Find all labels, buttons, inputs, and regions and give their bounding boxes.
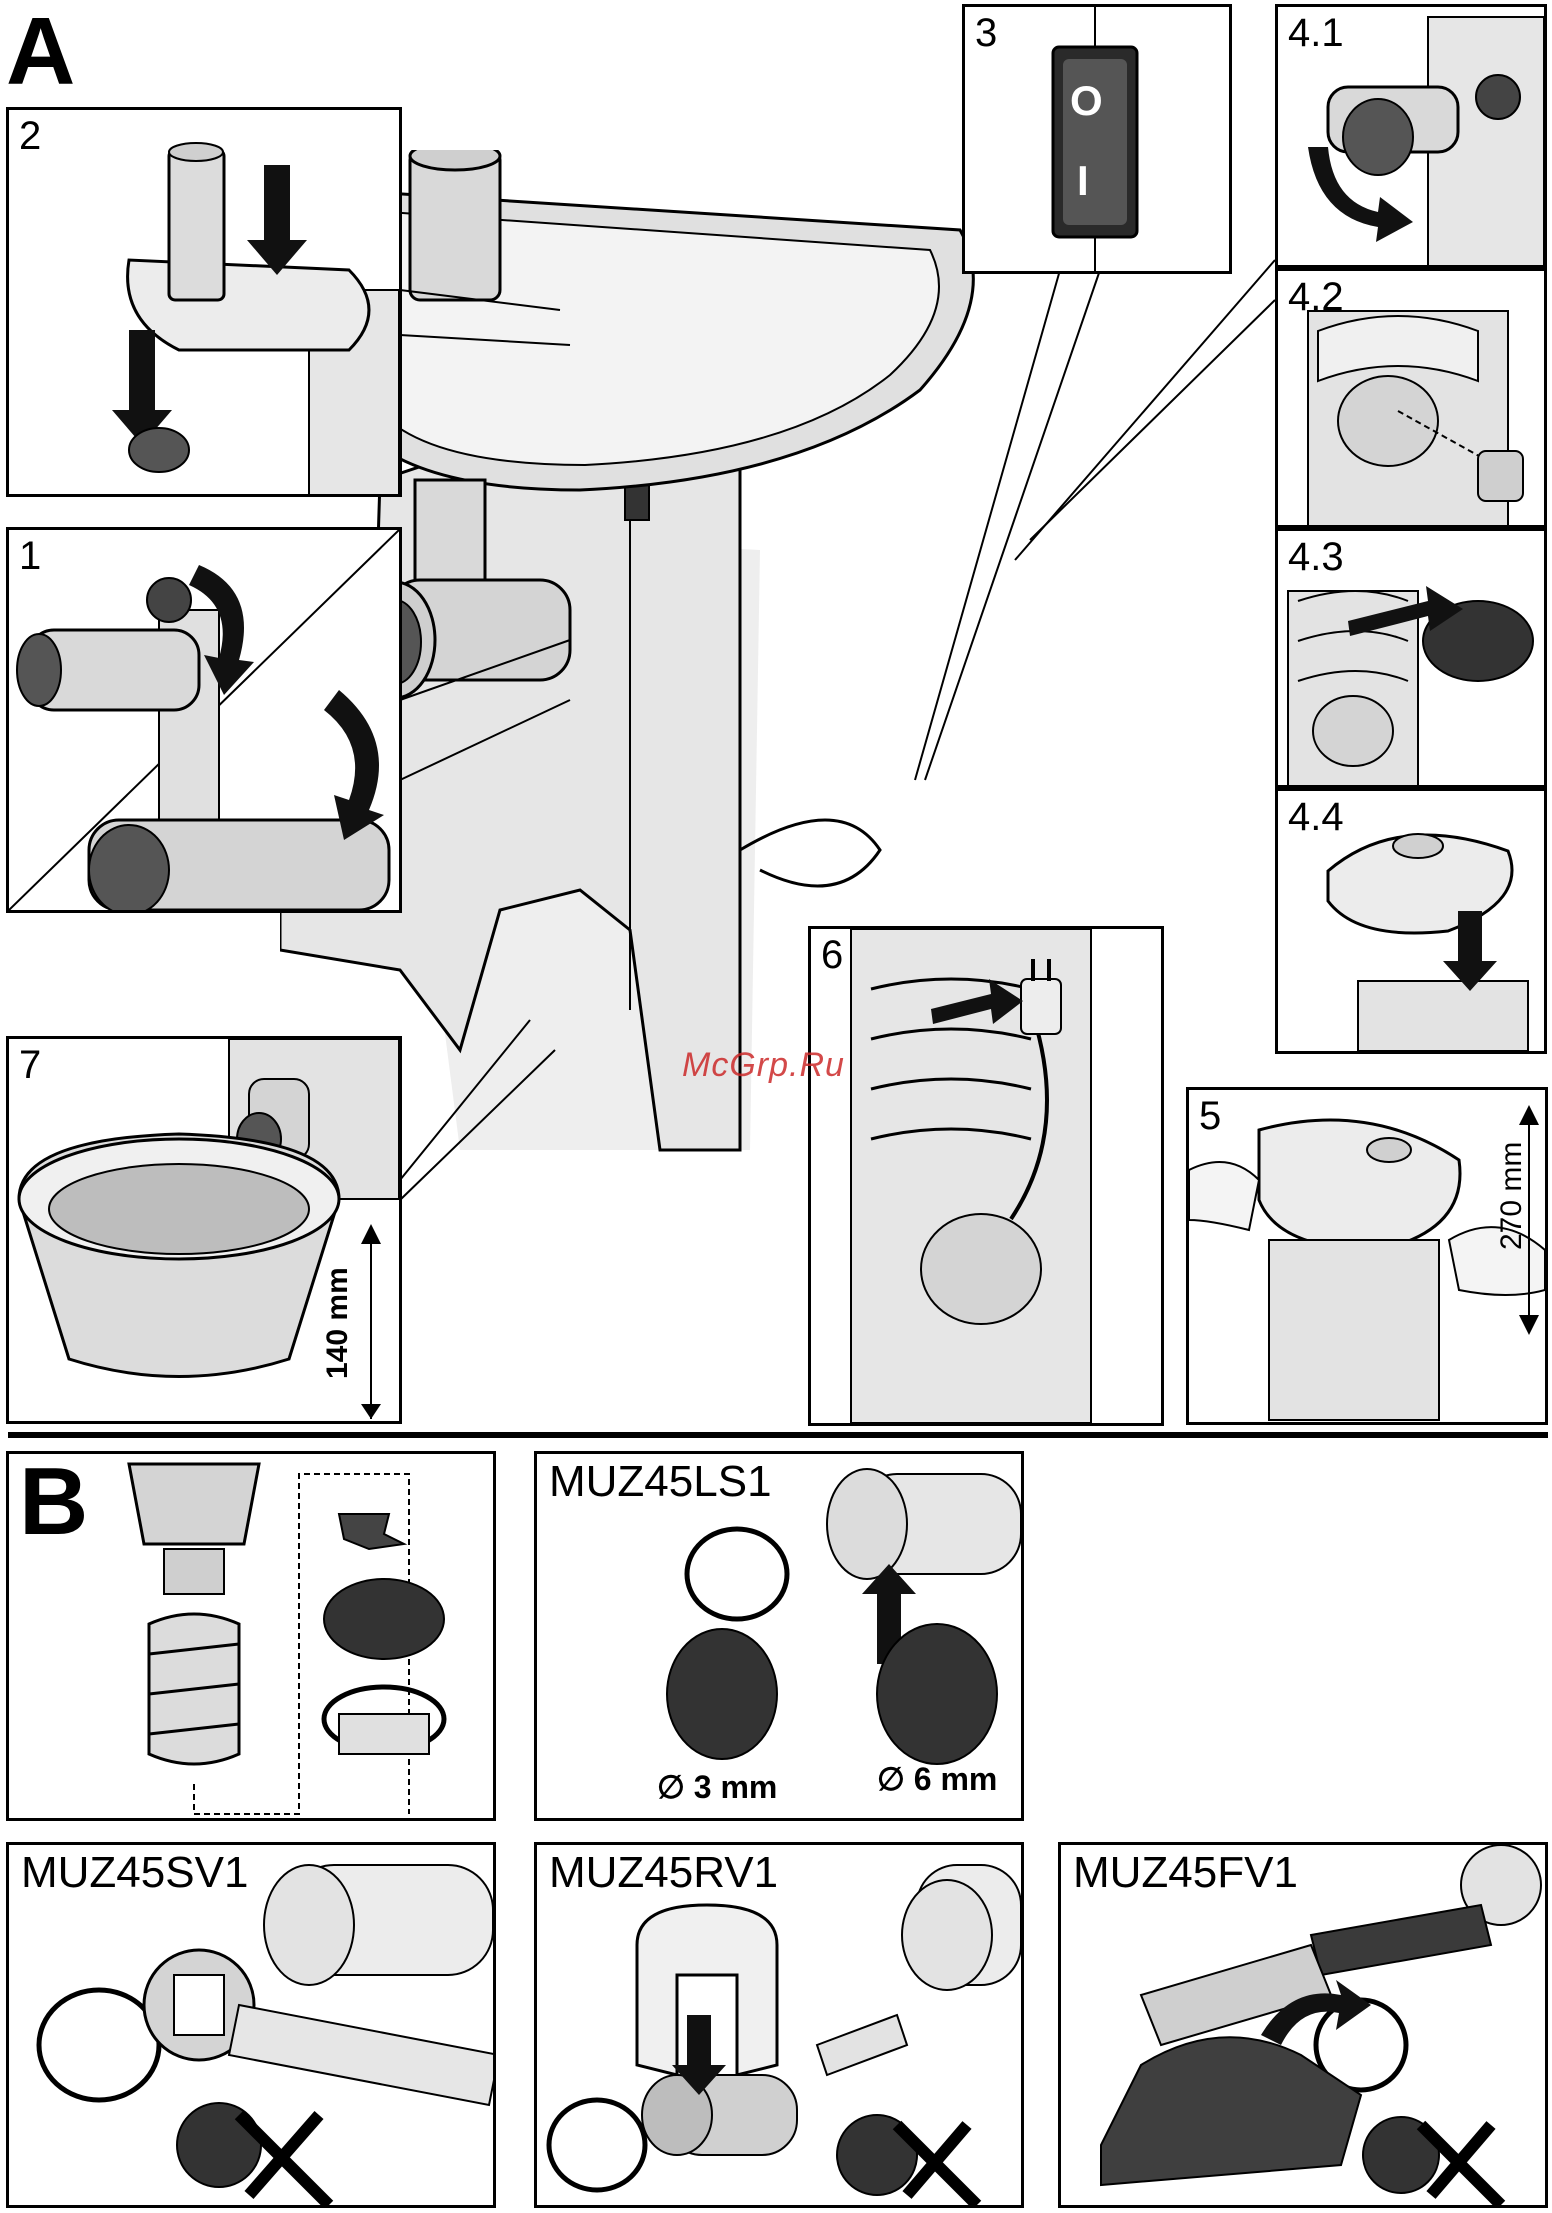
switch-on-label: I [1077, 157, 1089, 205]
panel-step-3: 3 O I [962, 4, 1232, 274]
bowl-height-label: 140 mm [321, 1267, 355, 1379]
panel-step-4-2: 4.2 [1275, 268, 1547, 528]
panel-step-2: 2 [6, 107, 402, 497]
rotate-arrow-icon [324, 690, 384, 840]
panel-step-4-4: 4.4 [1275, 788, 1547, 1054]
watermark: McGrp.Ru [682, 1046, 845, 1085]
panel-step-4-1: 4.1 [1275, 4, 1547, 268]
hole-size-3mm: ∅ 3 mm [657, 1768, 777, 1806]
arrow-down-icon [247, 165, 307, 275]
panel-step-5: 5 270 mm [1186, 1087, 1548, 1425]
hole-size-6mm: ∅ 6 mm [877, 1760, 997, 1798]
switch-off-label: O [1070, 77, 1103, 125]
panel-muz45sv1: MUZ45SV1 [6, 1842, 496, 2208]
panel-step-4-3: 4.3 [1275, 528, 1547, 788]
plug-icon [1021, 979, 1061, 1034]
panel-muz45fv1: MUZ45FV1 [1058, 1842, 1548, 2208]
section-divider [8, 1432, 1548, 1438]
panel-step-1: 1 [6, 527, 402, 913]
panel-section-b: B [6, 1451, 496, 1821]
panel-step-7: 7 140 mm [6, 1036, 402, 1424]
panel-step-6: 6 [808, 926, 1164, 1426]
clearance-height-label: 270 mm [1495, 1142, 1529, 1250]
panel-muz45rv1: MUZ45RV1 [534, 1842, 1024, 2208]
panel-muz45ls1: MUZ45LS1 ∅ 3 mm ∅ 6 mm [534, 1451, 1024, 1821]
